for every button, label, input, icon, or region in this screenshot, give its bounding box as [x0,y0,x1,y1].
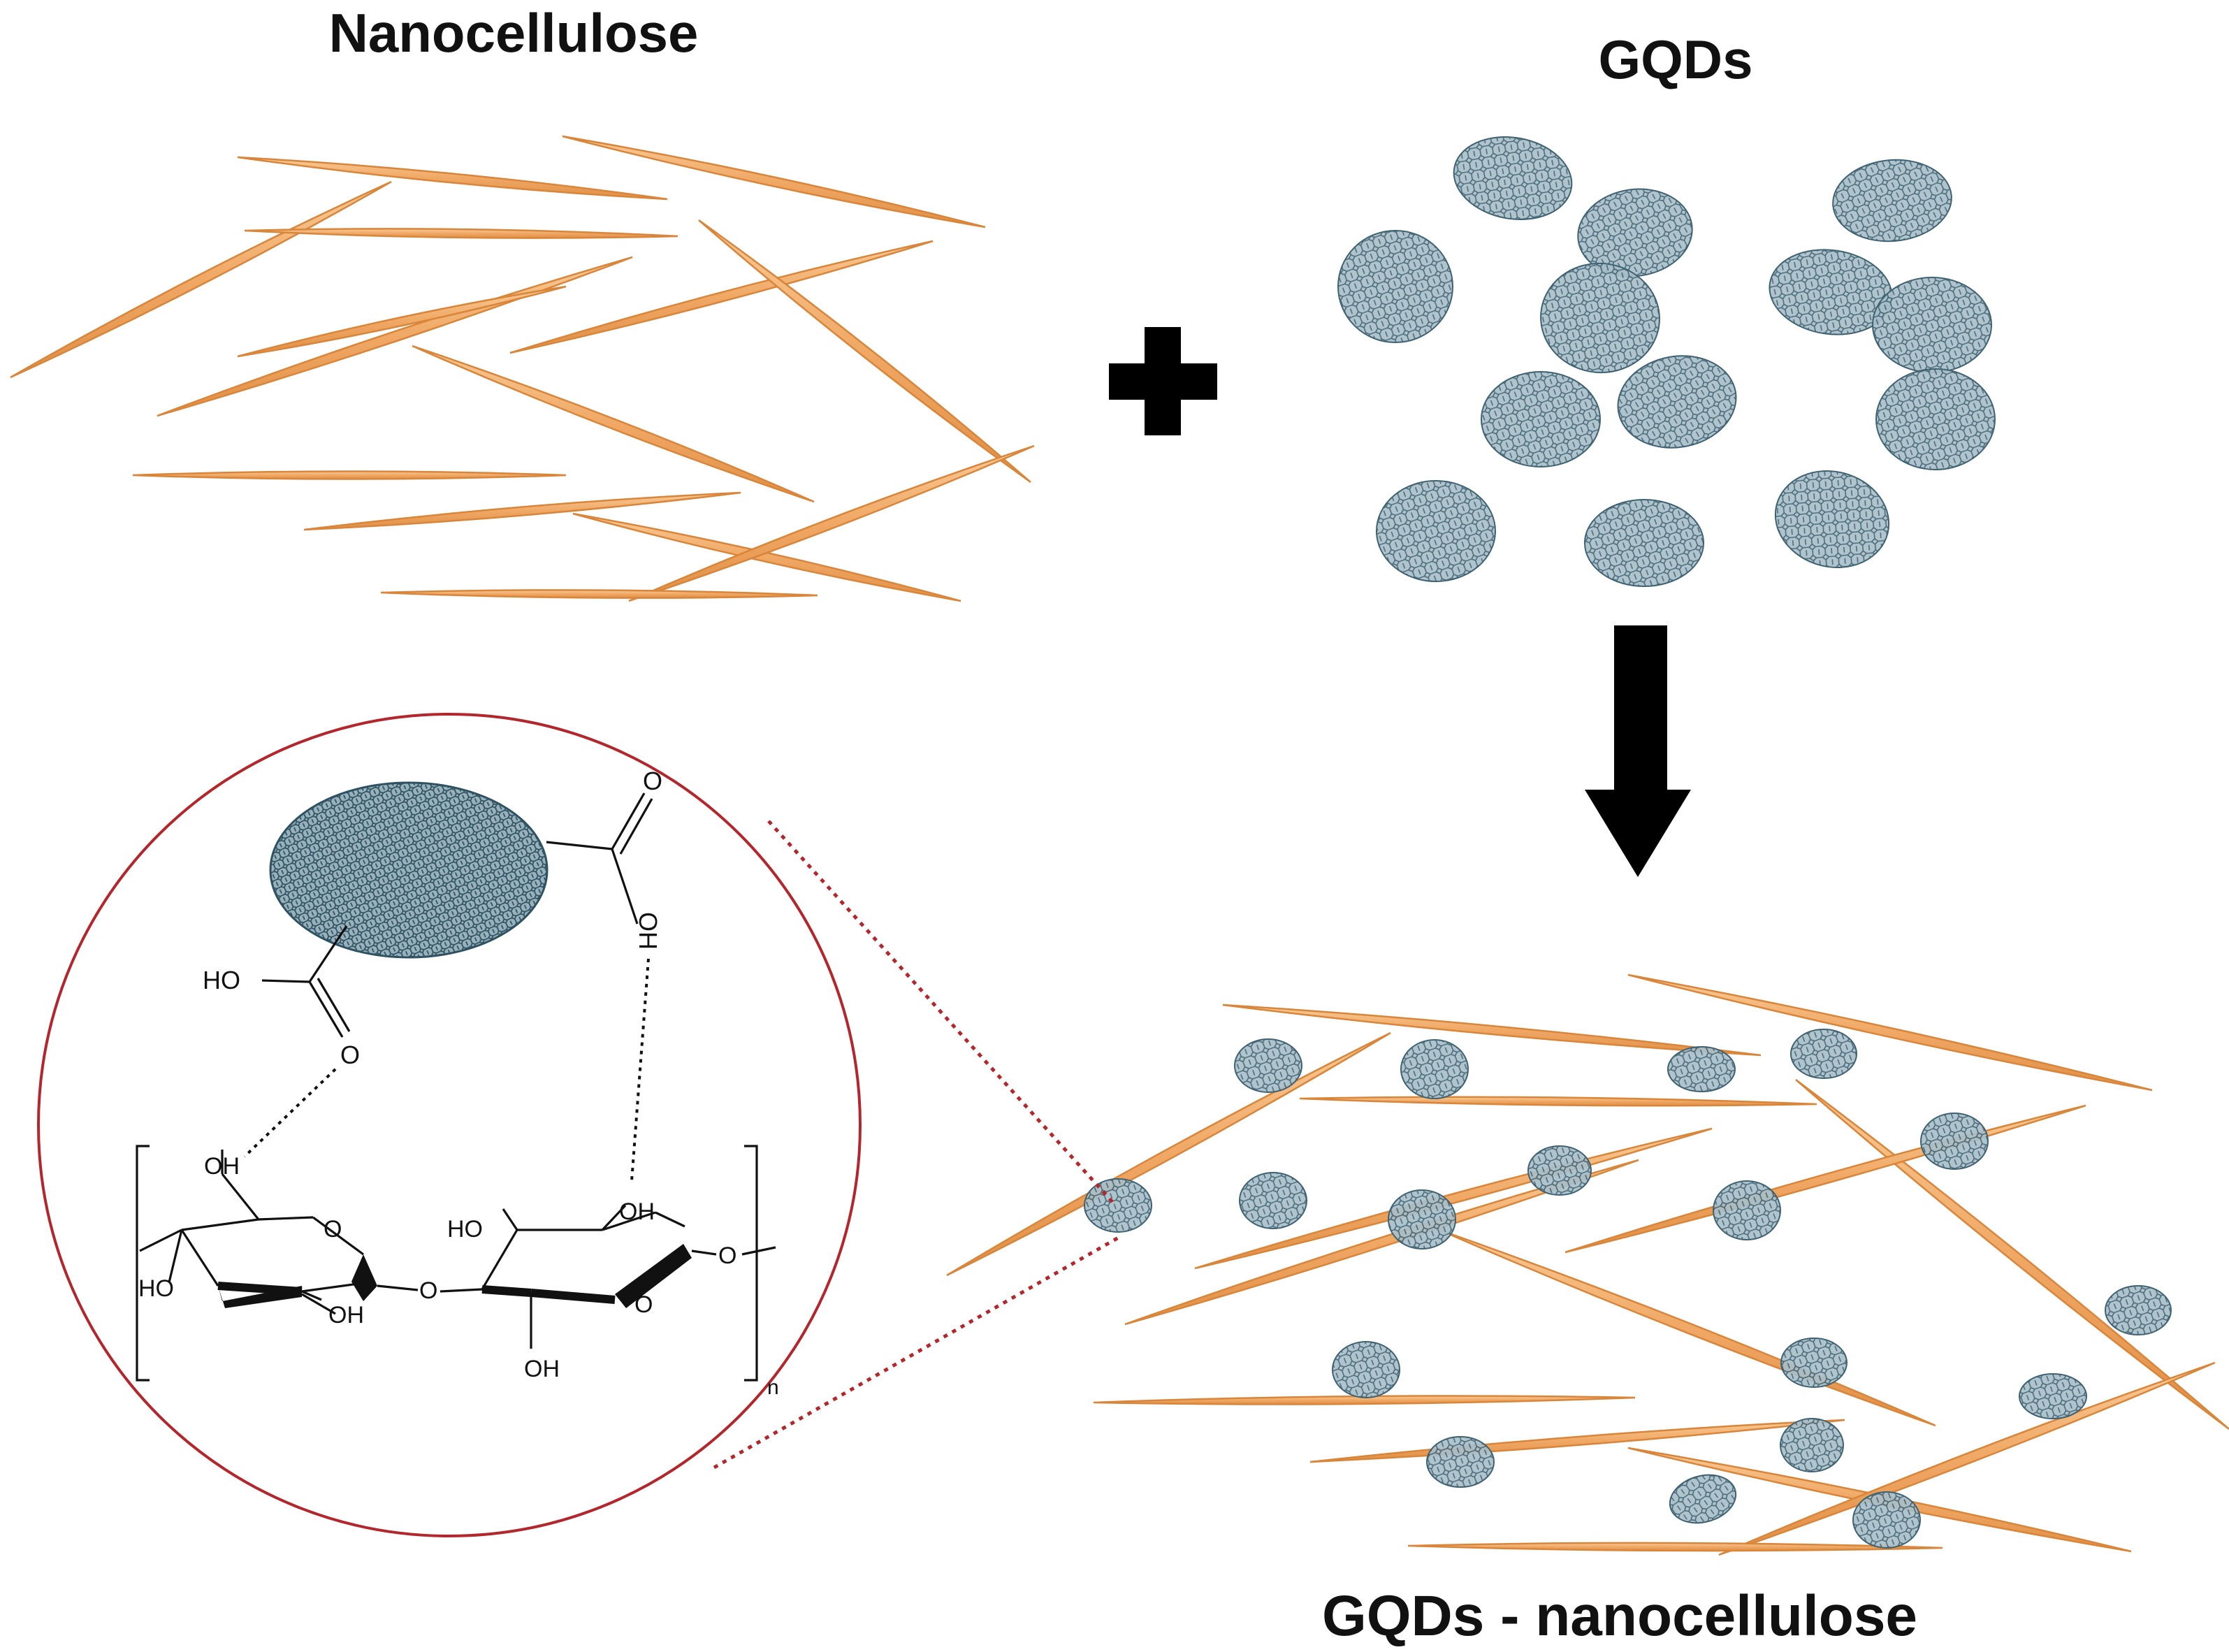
nanocellulose-fiber [157,256,633,417]
nanocellulose-fiber [509,240,934,354]
ring2-ch2oh: OH [524,1356,560,1382]
ring2-c4-oh: HO [447,1216,483,1242]
gqd-particle [1617,355,1737,449]
gqd-particle [1875,368,1996,470]
composite-fiber [1407,1542,1943,1552]
nanocellulose-fiber [562,135,986,229]
zoomed-gqd [269,781,549,959]
plus-icon [1109,327,1217,435]
nanocellulose-fiber [380,589,818,599]
composite-gqd [1667,1046,1736,1092]
gqd-particle [1337,230,1453,343]
composite-gqd [2019,1373,2087,1419]
gqd-particles [1337,136,1996,587]
carboxyl-left-o: O [340,1041,360,1069]
carboxyl-left-oh: HO [203,966,240,994]
composite-gqd [1239,1172,1307,1229]
composite-gqd [1780,1338,1847,1388]
zoom-circle [37,713,862,1537]
composite-fiber [1309,1419,1845,1463]
composite-label: GQDs - nanocellulose [1322,1584,1917,1648]
composite-fiber [946,1031,1391,1277]
nanocellulose-fiber [303,491,741,531]
gqd-particle [1540,262,1660,374]
ring1-c2-oh: OH [328,1302,364,1328]
composite-gqd [1780,1418,1844,1472]
gqd-particle [1481,371,1601,468]
gqd-particle [1376,480,1496,582]
nanocellulose-fiber [698,219,1031,484]
nanocellulose-fiber [572,512,961,602]
nanocellulose-fiber [237,285,567,358]
ring1-ring-o: O [324,1216,342,1242]
composite-gqd [1426,1436,1495,1488]
composite-gqd [1388,1189,1456,1249]
gqd-particle [1832,159,1952,242]
composite-fiber [1222,1003,1762,1057]
composite-gqd [1920,1113,1989,1170]
composite-fiber [1299,1096,1817,1107]
gqd-particle [1584,499,1704,587]
nanocellulose-fiber [237,156,668,201]
gqd-particle [1453,136,1573,220]
down-arrow-icon [1585,625,1691,877]
composite-gqd [1790,1029,1857,1079]
composite-gqd [2105,1285,2172,1335]
composite-fiber [1627,973,2153,1092]
nanocellulose-fiber [244,228,678,239]
composite-fiber [1093,1395,1636,1405]
carboxyl-right-o: O [643,767,662,795]
nanocellulose-fiber [132,470,567,480]
ring2-c2-oh: OH [619,1198,655,1225]
composite-gqds [1084,1029,2172,1549]
ring2-ring-o: O [634,1291,653,1318]
gqd-particle [1774,470,1890,569]
composite-fiber [1564,1104,2086,1254]
composite-gqd [1713,1180,1781,1240]
nanocellulose-fiber [10,180,392,379]
composite-gqd [1669,1474,1737,1524]
composite-fibers [946,973,2229,1556]
carboxyl-right-oh: OH [634,912,662,950]
chemical-labels: HO O O OH OH O HO OH O HO OH O OH O n [138,767,779,1399]
gqds-label: GQDs [1598,29,1752,90]
ring1-ch2oh: OH [204,1153,240,1180]
composite-gqd [1527,1145,1592,1196]
nanocellulose-fiber [412,345,815,503]
composite-gqd [1400,1039,1469,1099]
nanocellulose-fibers [10,135,1035,602]
nanocellulose-fiber [628,444,1035,602]
nanocellulose-label: Nanocellulose [329,2,699,64]
gqd-particle [1577,188,1693,277]
ring1-c3-oh: HO [138,1275,174,1302]
composite-fiber [1795,1079,2229,1430]
composite-gqd [1332,1341,1400,1398]
gqd-particle [1872,277,1992,373]
glycosidic-o: O [419,1277,437,1304]
repeat-n: n [767,1376,779,1399]
composite-gqd [1852,1491,1921,1549]
composite-fiber [1124,1159,1639,1326]
zoom-connector [713,820,1124,1470]
chemical-structure [136,792,776,1382]
chain-end-o: O [718,1242,736,1269]
composite-gqd [1084,1178,1152,1233]
composite-gqd [1234,1038,1302,1093]
